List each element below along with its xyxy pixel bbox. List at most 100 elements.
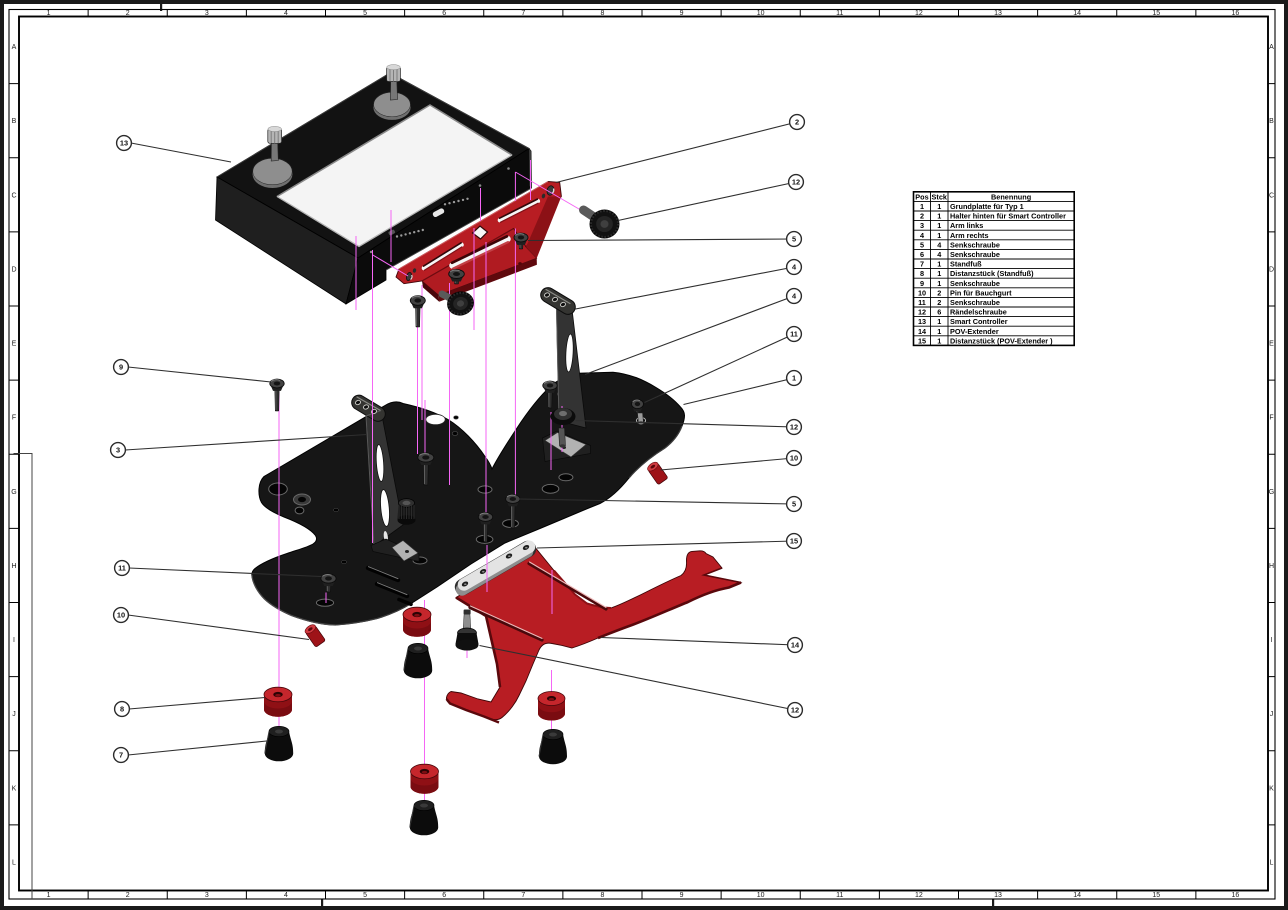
svg-text:5: 5 [363,892,367,899]
svg-text:2: 2 [920,212,924,221]
svg-text:E: E [1269,341,1274,348]
svg-text:Distanzstück (POV-Extender ): Distanzstück (POV-Extender ) [950,336,1053,345]
svg-text:Arm links: Arm links [950,221,983,230]
svg-text:1: 1 [937,212,941,221]
svg-text:Senkschraube: Senkschraube [950,240,1000,249]
svg-text:G: G [11,489,16,496]
svg-text:11: 11 [790,330,798,339]
svg-text:11: 11 [836,892,843,899]
svg-text:POV-Extender: POV-Extender [950,327,999,336]
svg-text:2: 2 [126,10,130,17]
svg-text:H: H [11,563,16,570]
svg-text:C: C [1269,192,1274,199]
svg-text:11: 11 [118,564,126,573]
svg-text:11: 11 [836,10,843,17]
svg-text:2: 2 [937,298,941,307]
svg-text:12: 12 [915,892,923,899]
svg-text:5: 5 [363,10,367,17]
svg-text:15: 15 [1152,892,1160,899]
svg-text:16: 16 [1232,892,1240,899]
svg-text:4: 4 [920,231,925,240]
svg-text:14: 14 [918,327,927,336]
svg-text:13: 13 [994,892,1002,899]
svg-text:1: 1 [937,202,941,211]
svg-text:I: I [13,637,15,644]
svg-text:3: 3 [920,221,924,230]
svg-text:6: 6 [442,10,446,17]
svg-text:Benennung: Benennung [991,192,1031,201]
svg-text:4: 4 [284,10,288,17]
svg-text:F: F [12,415,16,422]
svg-text:11: 11 [918,298,926,307]
svg-text:D: D [11,266,16,273]
svg-text:8: 8 [600,892,604,899]
svg-text:Pin für Bauchgurt: Pin für Bauchgurt [950,288,1012,297]
svg-text:10: 10 [918,288,926,297]
svg-text:13: 13 [120,139,128,148]
svg-text:E: E [12,341,17,348]
svg-text:L: L [1270,859,1274,866]
svg-text:Rändelschraube: Rändelschraube [950,308,1007,317]
svg-text:6: 6 [920,250,924,259]
svg-text:12: 12 [792,178,800,187]
svg-text:F: F [1269,415,1273,422]
svg-text:14: 14 [1073,892,1081,899]
svg-text:B: B [12,118,17,125]
svg-text:1: 1 [937,269,941,278]
svg-text:2: 2 [937,288,941,297]
svg-text:9: 9 [920,279,924,288]
svg-text:14: 14 [791,641,800,650]
svg-text:2: 2 [126,892,130,899]
svg-text:4: 4 [284,892,288,899]
svg-text:9: 9 [680,892,684,899]
svg-text:10: 10 [790,454,798,463]
svg-text:1: 1 [920,202,924,211]
svg-text:12: 12 [915,10,923,17]
svg-text:3: 3 [205,892,209,899]
svg-text:5: 5 [792,500,796,509]
svg-text:A: A [12,44,17,51]
svg-text:Stck: Stck [932,192,948,201]
svg-text:Senkschraube: Senkschraube [950,298,1000,307]
svg-text:6: 6 [937,308,941,317]
svg-text:3: 3 [116,446,120,455]
svg-text:I: I [1271,637,1273,644]
svg-text:Pos: Pos [915,192,928,201]
svg-text:G: G [1269,489,1274,496]
svg-text:1: 1 [937,317,941,326]
svg-text:A: A [1269,44,1274,51]
svg-text:9: 9 [680,10,684,17]
svg-text:Smart Controller: Smart Controller [950,317,1008,326]
svg-text:10: 10 [757,10,765,17]
svg-text:Senkschraube: Senkschraube [950,250,1000,259]
svg-text:14: 14 [1073,10,1081,17]
svg-text:1: 1 [47,10,51,17]
svg-text:12: 12 [918,308,926,317]
svg-text:Senkschraube: Senkschraube [950,279,1000,288]
svg-text:10: 10 [757,892,765,899]
svg-text:K: K [1269,785,1274,792]
svg-text:6: 6 [442,892,446,899]
svg-text:2: 2 [795,118,799,127]
svg-text:15: 15 [1152,10,1160,17]
svg-text:1: 1 [937,260,941,269]
svg-text:10: 10 [117,611,125,620]
svg-text:8: 8 [920,269,924,278]
svg-text:7: 7 [920,260,924,269]
svg-text:7: 7 [521,892,525,899]
svg-text:3: 3 [205,10,209,17]
svg-text:5: 5 [920,240,924,249]
svg-text:4: 4 [937,240,942,249]
svg-text:7: 7 [521,10,525,17]
svg-text:13: 13 [994,10,1002,17]
svg-text:15: 15 [918,336,926,345]
svg-text:12: 12 [790,423,798,432]
svg-text:B: B [1269,118,1274,125]
svg-text:C: C [11,192,16,199]
svg-text:Standfuß: Standfuß [950,260,982,269]
svg-text:9: 9 [119,363,123,372]
svg-text:5: 5 [792,235,796,244]
svg-text:H: H [1269,563,1274,570]
svg-text:L: L [12,859,16,866]
svg-text:1: 1 [937,327,941,336]
